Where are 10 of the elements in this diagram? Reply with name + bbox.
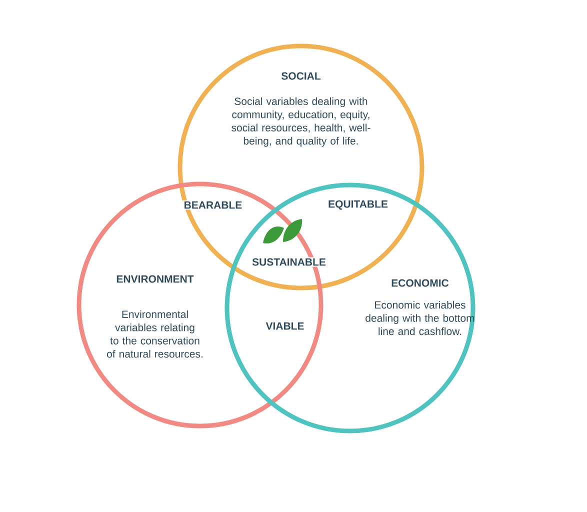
overlap-label: EQUITABLE [327,199,389,211]
venn-circle [76,182,324,428]
overlap-label: SUSTAINABLE [251,257,327,267]
overlap-label: VIABLE [264,321,306,331]
circle-heading: SOCIAL [281,72,320,80]
circle-heading: ENVIRONMENT [116,275,194,283]
circle-description: Environmental variables relating to the conservation of natural resources. [107,310,202,358]
circle-description: Social variables dealing with community, education, equity, social resources, health, well-being, and quality of life. [232,97,370,147]
circle-heading: ECONOMIC [392,279,449,287]
overlap-label: BEARABLE [182,200,244,210]
